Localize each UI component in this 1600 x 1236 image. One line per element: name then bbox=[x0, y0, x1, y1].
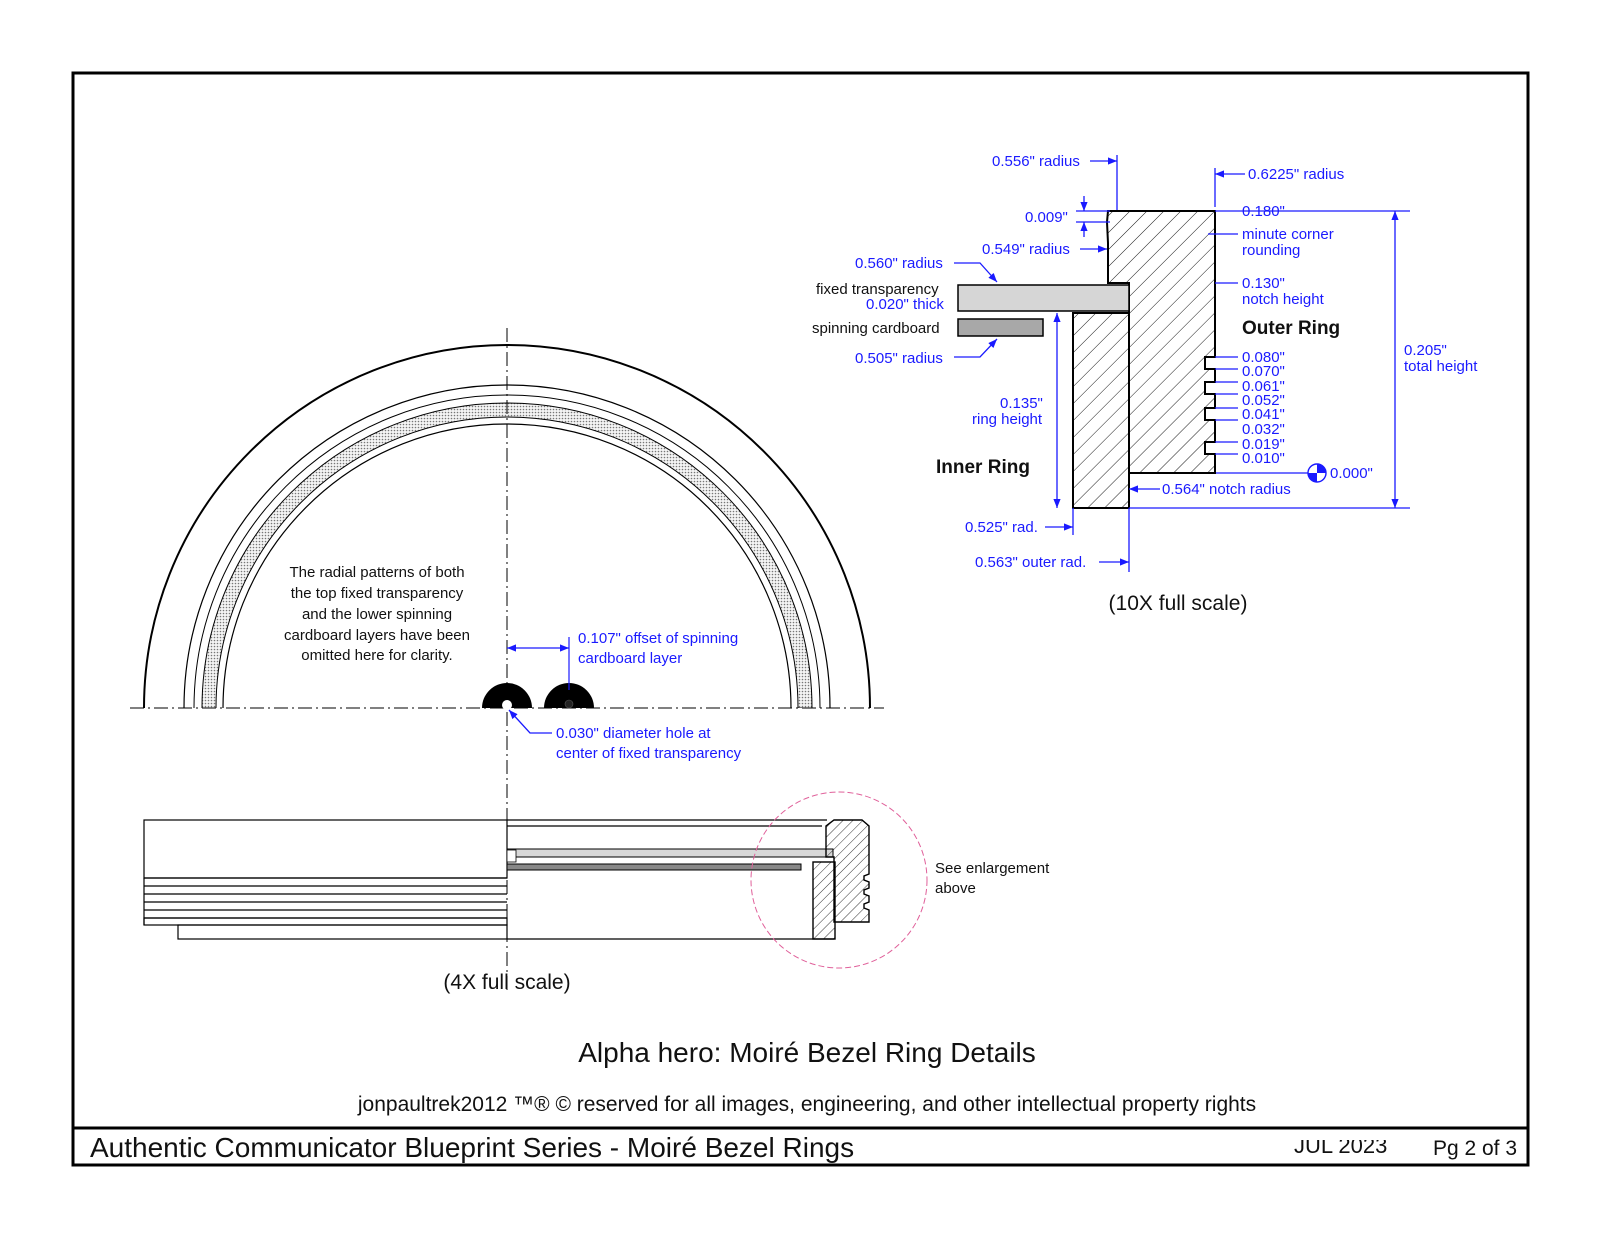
date-stamp: JUL 2023 bbox=[1294, 1133, 1387, 1158]
svg-text:0.135": 0.135" bbox=[1000, 395, 1043, 412]
drawing-title: Alpha hero: Moiré Bezel Ring Details bbox=[578, 1037, 1036, 1068]
step-label: 0.041" bbox=[1242, 406, 1285, 423]
svg-text:0.000": 0.000" bbox=[1330, 465, 1373, 482]
svg-text:The radial patterns of both: The radial patterns of both bbox=[289, 564, 464, 581]
inner-ring-section bbox=[1072, 312, 1130, 509]
svg-text:the top fixed transparency: the top fixed transparency bbox=[291, 585, 464, 602]
svg-text:0.130": 0.130" bbox=[1242, 275, 1285, 292]
offset-dimension: 0.107" offset of spinning cardboard laye… bbox=[507, 630, 738, 690]
outer-ring-section bbox=[1105, 210, 1216, 474]
svg-text:0.009": 0.009" bbox=[1025, 209, 1068, 226]
svg-text:0.020" thick: 0.020" thick bbox=[866, 296, 944, 313]
series-title: Authentic Communicator Blueprint Series … bbox=[90, 1132, 854, 1163]
step-label: 0.061" bbox=[1242, 378, 1285, 395]
svg-text:spinning cardboard: spinning cardboard bbox=[812, 320, 940, 337]
svg-text:0.180": 0.180" bbox=[1242, 203, 1285, 220]
side-view bbox=[143, 791, 928, 969]
svg-text:0.560" radius: 0.560" radius bbox=[855, 255, 943, 272]
detail-scale: (10X full scale) bbox=[1109, 592, 1248, 615]
svg-text:0.549" radius: 0.549" radius bbox=[982, 241, 1070, 258]
svg-text:0.030" diameter hole at: 0.030" diameter hole at bbox=[556, 725, 711, 742]
svg-text:cardboard layers have been: cardboard layers have been bbox=[284, 627, 470, 644]
step-label: 0.019" bbox=[1242, 436, 1285, 453]
copyright-line: jonpaultrek2012 ™® © reserved for all im… bbox=[357, 1093, 1256, 1116]
svg-text:center of fixed transparency: center of fixed transparency bbox=[556, 745, 742, 762]
step-label: 0.052" bbox=[1242, 392, 1285, 409]
svg-text:0.505" radius: 0.505" radius bbox=[855, 350, 943, 367]
step-label: 0.032" bbox=[1242, 421, 1285, 438]
detail-dimensions: 0.556" radius 0.6225" radius 0.009" 0.54… bbox=[812, 153, 1478, 572]
svg-text:0.563" outer rad.: 0.563" outer rad. bbox=[975, 554, 1086, 571]
step-dimensions: 0.080" 0.070" 0.061" 0.052" 0.041" 0.032… bbox=[1215, 349, 1285, 467]
svg-text:0.556" radius: 0.556" radius bbox=[992, 153, 1080, 170]
step-label: 0.080" bbox=[1242, 349, 1285, 366]
svg-text:fixed transparency: fixed transparency bbox=[816, 281, 939, 298]
outer-ring-label: Outer Ring bbox=[1242, 318, 1340, 339]
svg-text:omitted here for clarity.: omitted here for clarity. bbox=[301, 647, 452, 664]
spinning-cardboard bbox=[957, 318, 1044, 337]
fixed-transparency bbox=[957, 284, 1130, 312]
see-enlargement-note-2: above bbox=[935, 880, 976, 897]
detail-view bbox=[957, 210, 1216, 509]
datum-icon bbox=[1307, 463, 1327, 483]
see-enlargement-note: See enlargement bbox=[935, 860, 1050, 877]
svg-text:0.6225" radius: 0.6225" radius bbox=[1248, 166, 1344, 183]
svg-text:ring height: ring height bbox=[972, 411, 1043, 428]
svg-text:0.564" notch radius: 0.564" notch radius bbox=[1162, 481, 1291, 498]
pivot-holes bbox=[482, 683, 594, 710]
svg-text:0.525" rad.: 0.525" rad. bbox=[965, 519, 1038, 536]
step-label: 0.010" bbox=[1242, 450, 1285, 467]
svg-text:cardboard layer: cardboard layer bbox=[578, 650, 682, 667]
svg-text:0.205": 0.205" bbox=[1404, 342, 1447, 359]
svg-text:minute corner: minute corner bbox=[1242, 226, 1334, 243]
page-number: Pg 2 of 3 bbox=[1433, 1137, 1517, 1160]
svg-text:notch height: notch height bbox=[1242, 291, 1325, 308]
svg-text:0.107" offset of spinning: 0.107" offset of spinning bbox=[578, 630, 738, 647]
inner-ring-label: Inner Ring bbox=[936, 457, 1030, 478]
svg-text:rounding: rounding bbox=[1242, 242, 1300, 259]
svg-text:and the lower spinning: and the lower spinning bbox=[302, 606, 452, 623]
side-view-scale: (4X full scale) bbox=[443, 971, 570, 994]
sheet-border bbox=[71, 71, 1530, 1167]
step-label: 0.070" bbox=[1242, 363, 1285, 380]
svg-text:total height: total height bbox=[1404, 358, 1478, 375]
svg-text:JUL 2023: JUL 2023 bbox=[1294, 1133, 1387, 1158]
hole-dimension: 0.030" diameter hole at center of fixed … bbox=[508, 709, 742, 762]
clarity-note: The radial patterns of both the top fixe… bbox=[284, 564, 470, 664]
